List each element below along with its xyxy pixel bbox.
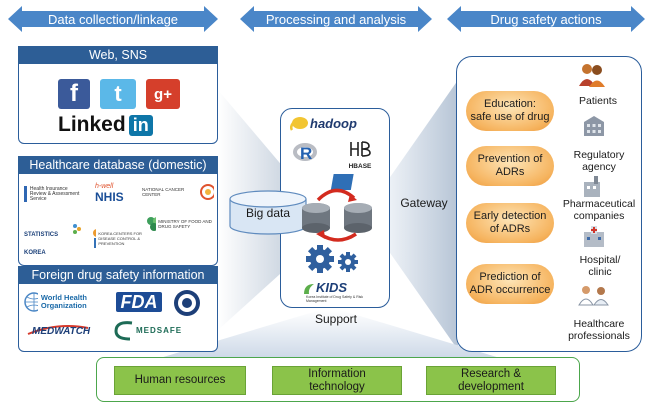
- linkedin-icon: Linked in: [58, 112, 153, 138]
- support-information-technology: Information technology: [272, 366, 402, 395]
- database-cylinder-icon: [229, 190, 307, 235]
- foreign-title: Foreign drug safety information: [18, 266, 218, 284]
- medsafe-swirl-icon: [114, 321, 133, 341]
- database-sync-graphic: [300, 172, 380, 242]
- stakeholder-hospital: Hospital/ clinic: [579, 254, 621, 278]
- kcdc-mark-icon: [93, 229, 97, 248]
- header-processing: Processing and analysis: [240, 6, 432, 32]
- hadoop-logo: hadoop: [290, 113, 370, 133]
- database-sync-icon: [302, 174, 372, 242]
- statistics-korea-logo: STATISTICS KOREA: [24, 232, 59, 256]
- header-data-collection: Data collection/linkage: [8, 6, 218, 32]
- hbase-logo: HBASE: [340, 140, 380, 170]
- hira-mark-icon: [24, 186, 27, 202]
- elephant-icon: [290, 117, 308, 131]
- action-education: Education: safe use of drug: [466, 91, 554, 131]
- hbase-mark-icon: [350, 141, 371, 157]
- gateway-wedge: [388, 80, 458, 350]
- who-logo: World Health Organization: [24, 292, 106, 312]
- double-arrow-icon: [8, 6, 218, 32]
- hira-logo: Health Insurance Review & Assessment Ser…: [24, 186, 82, 202]
- ncc-logo: NATIONAL CANCER CENTER: [142, 184, 214, 200]
- gears-icon: [302, 242, 366, 276]
- web-sns-title: Web, SNS: [18, 46, 218, 64]
- medwatch-swoosh-icon: [27, 325, 89, 335]
- header-label: Processing and analysis: [265, 11, 407, 27]
- twitter-icon: t: [100, 79, 136, 109]
- healthcare-db-title: Healthcare database (domestic): [18, 156, 218, 174]
- fda-logo: FDA: [116, 292, 162, 312]
- support-human-resources: Human resources: [114, 366, 246, 395]
- gateway-label: Gateway: [400, 196, 448, 210]
- patients-icon: [578, 62, 606, 88]
- support-label: Support: [314, 312, 358, 326]
- support-arrow: [160, 310, 500, 358]
- factory-icon: [582, 176, 602, 198]
- support-research-development: Research & development: [426, 366, 556, 395]
- ncc-mark-icon: [199, 184, 214, 200]
- action-prediction: Prediction of ADR occurrence: [466, 264, 554, 304]
- mfds-mark-icon: [147, 217, 157, 231]
- header-label: Data collection/linkage: [47, 11, 179, 27]
- r-logo: R: [292, 140, 318, 166]
- google-plus-icon: g+: [146, 79, 180, 109]
- action-early-detection: Early detection of ADRs: [466, 203, 554, 243]
- mfds-logo: MINISTRY OF FOOD AND DRUG SAFETY: [146, 216, 214, 232]
- statistics-korea-mark-icon: [72, 222, 82, 234]
- medwatch-logo: MEDWATCH: [26, 320, 90, 340]
- stakeholder-pharma: Pharmaceutical companies: [562, 198, 636, 222]
- header-label: Drug safety actions: [490, 11, 602, 27]
- double-arrow-icon: [447, 6, 645, 32]
- facebook-icon: f: [58, 79, 90, 109]
- stakeholder-regulatory: Regulatory agency: [573, 149, 625, 173]
- kids-logo: KIDS Korea Institute of Drug Safety & Ri…: [302, 280, 374, 303]
- healthcare-db-panel: [18, 156, 218, 266]
- kcdc-logo: KOREA CENTERS FOR DISEASE CONTROL & PREV…: [92, 228, 148, 248]
- medsafe-logo: MEDSAFE: [112, 316, 208, 344]
- stakeholder-patients: Patients: [579, 95, 617, 107]
- action-prevention: Prevention of ADRs: [466, 146, 554, 186]
- big-data-cylinder: Big data: [228, 190, 308, 236]
- hospital-icon: [582, 226, 606, 248]
- building-icon: [582, 112, 606, 138]
- kids-mark-icon: [304, 284, 314, 294]
- double-arrow-icon: [240, 6, 432, 32]
- stakeholder-professionals: Healthcare professionals: [568, 318, 630, 342]
- nhis-logo: h-well NHIS: [95, 183, 124, 204]
- header-drug-safety: Drug safety actions: [447, 6, 645, 32]
- who-globe-icon: [24, 292, 38, 312]
- doctor-icon: [576, 284, 612, 306]
- seal-icon: [173, 289, 201, 317]
